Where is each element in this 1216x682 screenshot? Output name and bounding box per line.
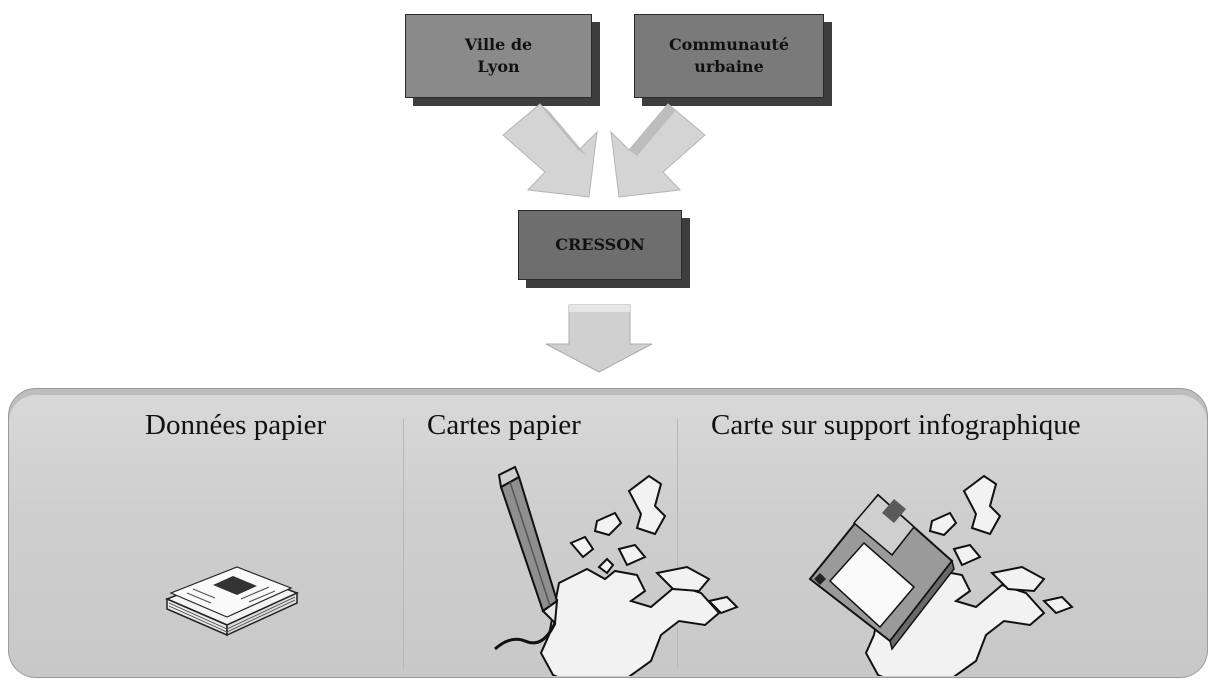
cresson-label: CRESSON bbox=[555, 235, 645, 254]
cresson-box: CRESSON bbox=[518, 210, 682, 280]
arrow-cresson-to-outputs bbox=[545, 304, 653, 373]
flow-arrows bbox=[502, 103, 706, 373]
carte-infographique-title: Carte sur support infographique bbox=[711, 409, 1081, 441]
outputs-panel: Données papier Cartes papier Carte sur s… bbox=[8, 388, 1208, 678]
map-with-floppy-disk-icon bbox=[808, 474, 1074, 676]
cartes-papier-title: Cartes papier bbox=[427, 409, 581, 441]
communaute-urbaine-box: Communauté urbaine bbox=[634, 14, 824, 98]
column-divider bbox=[403, 419, 404, 669]
arrow-lyon-to-cresson bbox=[502, 103, 598, 198]
map-with-pencil-icon bbox=[494, 465, 739, 676]
communaute-urbaine-label: Communauté urbaine bbox=[668, 35, 790, 76]
arrow-communaute-to-cresson bbox=[610, 103, 706, 198]
column-divider bbox=[677, 419, 678, 669]
paper-stack-icon bbox=[165, 566, 299, 637]
donnees-papier-title: Données papier bbox=[145, 409, 327, 441]
ville-de-lyon-box: Ville de Lyon bbox=[405, 14, 592, 98]
ville-de-lyon-label: Ville de Lyon bbox=[464, 35, 533, 76]
